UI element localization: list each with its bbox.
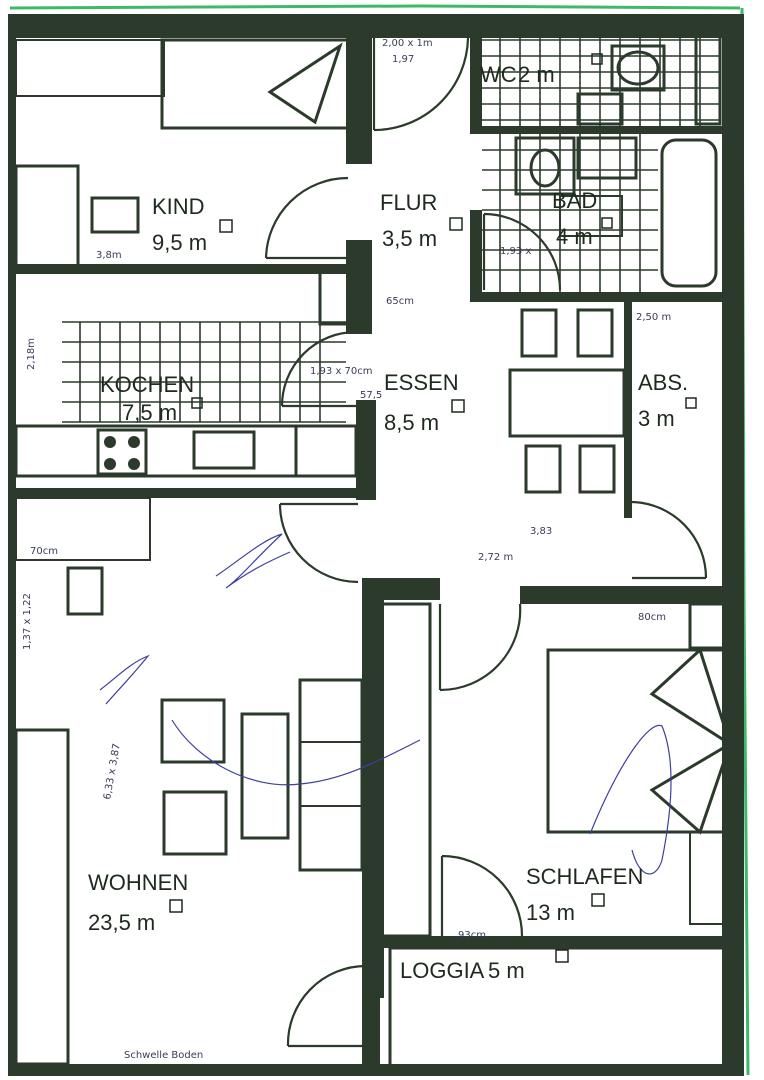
loggia-area-box <box>555 949 569 963</box>
essen-furniture <box>508 308 626 494</box>
kind-furniture <box>14 38 350 268</box>
schlafen-area: 13 m <box>526 900 575 925</box>
kind-name: KIND <box>152 194 205 219</box>
kochen-area-box <box>191 397 203 409</box>
note-flur-dim: 65cm <box>386 296 414 307</box>
bad-area: 4 m <box>556 224 593 249</box>
note-kind-width: 3,8m <box>96 250 122 261</box>
loggia-outline <box>388 946 736 1068</box>
schlafen-name: SCHLAFEN <box>526 864 643 889</box>
note-essen-width2: 2,72 m <box>478 552 513 563</box>
note-flur-door: 2,00 x 1m <box>382 38 433 49</box>
kochen-name: KOCHEN <box>100 372 194 397</box>
note-schlafen-dim: 80cm <box>638 612 666 623</box>
abs-area-box <box>685 397 697 409</box>
abs-name: ABS. <box>638 370 688 395</box>
room-labels: KIND 9,5 m FLUR 3,5 m WC 2 m BAD 4 m KOC… <box>88 53 697 983</box>
bad-area-box <box>601 217 613 229</box>
essen-area: 8,5 m <box>384 410 439 435</box>
bad-tiles <box>482 134 722 292</box>
schlafen-furniture <box>378 602 733 938</box>
essen-name: ESSEN <box>384 370 459 395</box>
note-wohnen-dim: 6,33 x 3,87 <box>102 743 123 801</box>
pen-marks <box>99 533 672 875</box>
loggia-name: LOGGIA <box>400 958 485 983</box>
loggia-area: 5 m <box>488 958 525 983</box>
wohnen-area-box <box>169 899 183 913</box>
note-schlafen-door: 93cm <box>458 930 486 941</box>
schlafen-area-box <box>591 893 605 907</box>
note-essen-door: 57,5 <box>360 390 382 401</box>
kind-area-box <box>219 219 233 233</box>
scan-edge-top <box>9 4 741 10</box>
note-abs-dim: 2,50 m <box>636 312 671 323</box>
note-essen-dim: 1,93 x 70cm <box>310 366 373 377</box>
wc-area: 2 m <box>518 62 555 87</box>
flur-area: 3,5 m <box>382 226 437 251</box>
wc-name: WC <box>480 62 517 87</box>
kochen-area: 7,5 m <box>122 400 177 425</box>
doors <box>264 36 708 1048</box>
note-kochen-dim: 2,18m <box>26 338 37 370</box>
note-wohnen-left: 70cm <box>30 546 58 557</box>
note-bad-dim: 1,93 x <box>500 246 531 257</box>
wohnen-furniture <box>14 497 364 1066</box>
kind-area: 9,5 m <box>152 230 207 255</box>
wc-area-box <box>591 53 603 65</box>
bad-name: BAD <box>552 188 597 213</box>
abs-area: 3 m <box>638 406 675 431</box>
note-flur-door2: 1,97 <box>392 54 414 65</box>
flur-name: FLUR <box>380 190 437 215</box>
walls <box>8 14 744 1076</box>
wohnen-area: 23,5 m <box>88 910 155 935</box>
flur-area-box <box>449 217 463 231</box>
note-essen-width: 3,83 <box>530 526 552 537</box>
kochen-tiles <box>14 268 358 478</box>
note-wohnen-bottom: Schwelle Boden <box>124 1050 203 1061</box>
wc-tiles <box>482 32 722 126</box>
note-wohnen-dim2: 1,37 x 1,22 <box>22 593 33 650</box>
essen-area-box <box>451 399 465 413</box>
wohnen-name: WOHNEN <box>88 870 188 895</box>
